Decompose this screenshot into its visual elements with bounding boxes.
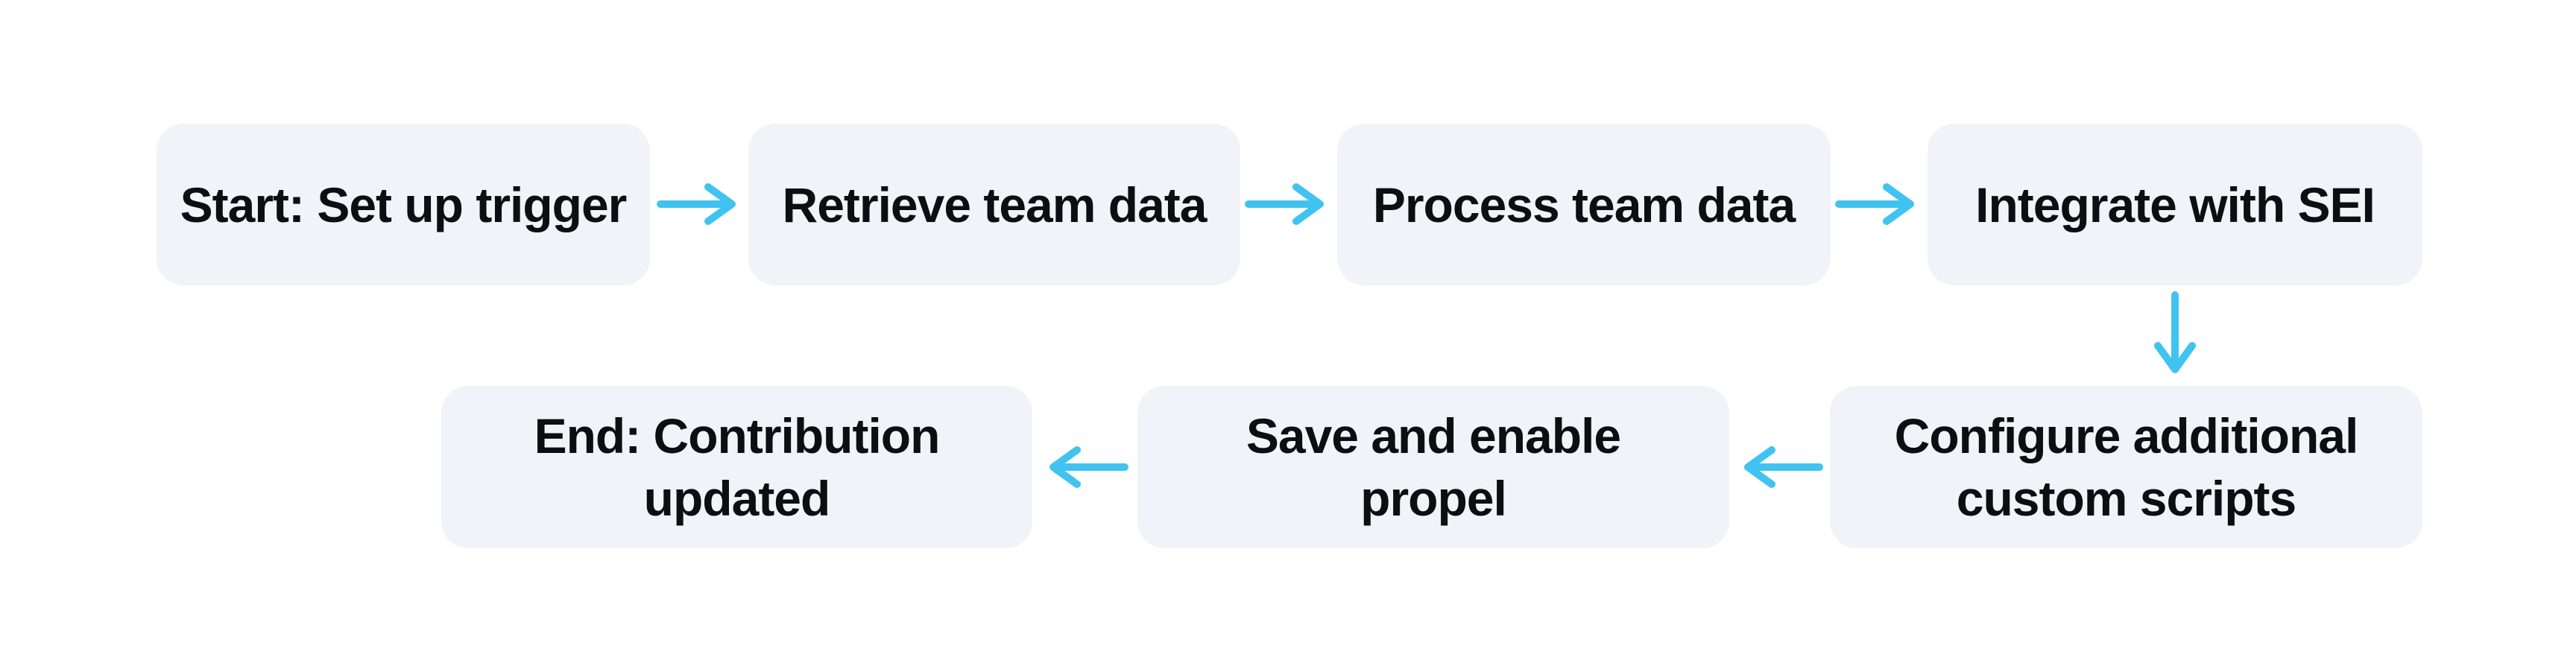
arrow-down-icon [2153,291,2197,383]
arrow-right-icon [656,182,745,226]
flow-node-save-and-enable-propel: Save and enable propel [1137,386,1729,548]
flow-node-retrieve-team-data: Retrieve team data [748,124,1240,285]
flow-node-start: Start: Set up trigger [157,124,650,285]
arrow-right-icon [1834,182,1924,226]
arrow-right-icon [1244,182,1333,226]
arrow-left-icon [1734,445,1824,489]
arrow-left-icon [1040,445,1129,489]
flow-node-integrate-with-sei: Integrate with SEI [1928,124,2422,285]
flow-node-configure-custom-scripts: Configure additional custom scripts [1830,386,2422,548]
flow-node-process-team-data: Process team data [1337,124,1831,285]
flow-node-end: End: Contribution updated [441,386,1032,548]
